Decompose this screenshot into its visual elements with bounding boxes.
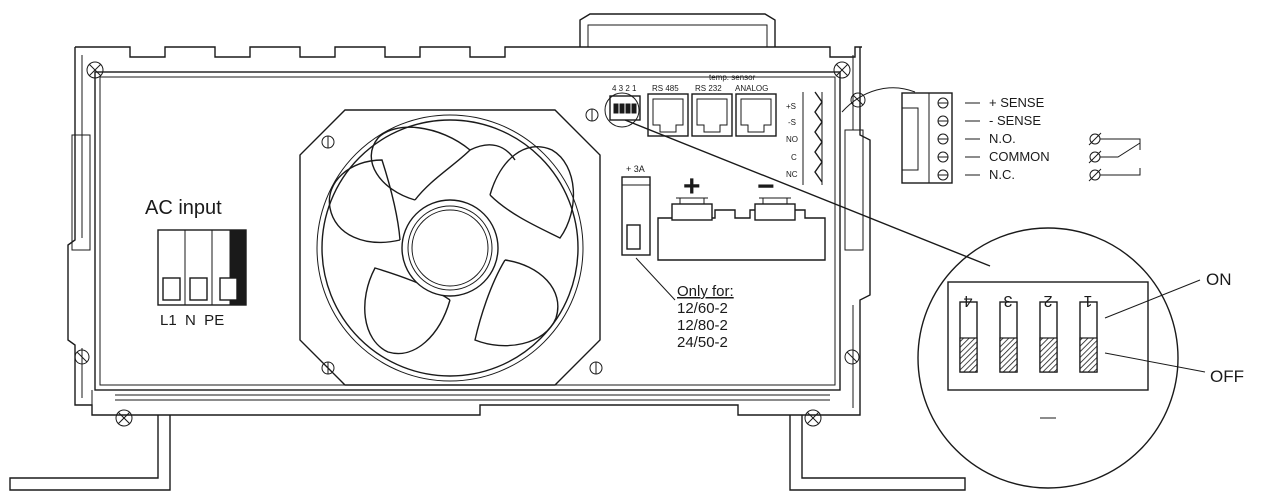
dip-number-3: 3 [1003,292,1012,309]
dip-switch-1[interactable] [1079,301,1098,373]
normally-open-label: N.O. [989,131,1016,146]
cooling-fan [299,109,601,386]
analog-port[interactable] [735,93,777,137]
rs485-label: RS 485 [652,84,679,93]
ac-terminal-labels: L1 N PE [160,312,224,329]
only-for-note: Only for: 12/60-2 12/80-2 24/50-2 [635,257,734,351]
relay-terminal-strip: +S -S NO C NC [786,91,823,185]
sense-minus-label: - SENSE [989,113,1041,128]
rs485-port[interactable] [647,93,689,137]
rs232-label: RS 232 [695,84,722,93]
fuse-label: + 3A [626,164,645,174]
relay-terminal-no: NO [786,135,798,144]
only-for-model-3: 24/50-2 [677,334,728,351]
relay-terminal-c: C [791,153,797,162]
relay-terminal-plus-s: +S [786,102,796,111]
rs232-port[interactable] [691,93,733,137]
dc-plus-sign: + [683,170,701,203]
only-for-model-1: 12/60-2 [677,300,728,317]
common-label: COMMON [989,149,1050,164]
dip-number-1: 1 [1083,292,1092,309]
relay-contact-symbol [1088,132,1141,182]
ac-input-title: AC input [145,197,222,219]
analog-label: ANALOG [735,84,768,93]
comm-panel: 4 3 2 1 RS 485 temp. sensor RS 232 ANALO… [604,73,823,185]
dc-output-terminals: + − [657,170,826,261]
dip-switch-3[interactable] [999,301,1018,373]
housing [9,13,966,491]
relay-terminal-minus-s: -S [788,118,796,127]
normally-closed-label: N.C. [989,167,1015,182]
only-for-model-2: 12/80-2 [677,317,728,334]
ac-input-block: AC input L1 N PE [145,197,247,329]
on-label: ON [1206,270,1232,289]
dip-switch-detail: 4 3 2 1 ON OFF [624,119,1244,489]
dip-numbers-small: 4 3 2 1 [612,84,637,93]
temp-sensor-label: temp. sensor [709,73,756,82]
relay-terminal-nc: NC [786,170,798,179]
dip-switch-4[interactable] [959,301,978,373]
sense-connector: + SENSE - SENSE N.O. COMMON N.C. [841,87,1141,184]
fuse[interactable]: + 3A [621,164,651,256]
dip-switch-2[interactable] [1039,301,1058,373]
dip-number-2: 2 [1043,292,1052,309]
dip-number-4: 4 [963,292,972,309]
only-for-title: Only for: [677,283,734,300]
sense-plus-label: + SENSE [989,95,1045,110]
off-label: OFF [1210,367,1244,386]
